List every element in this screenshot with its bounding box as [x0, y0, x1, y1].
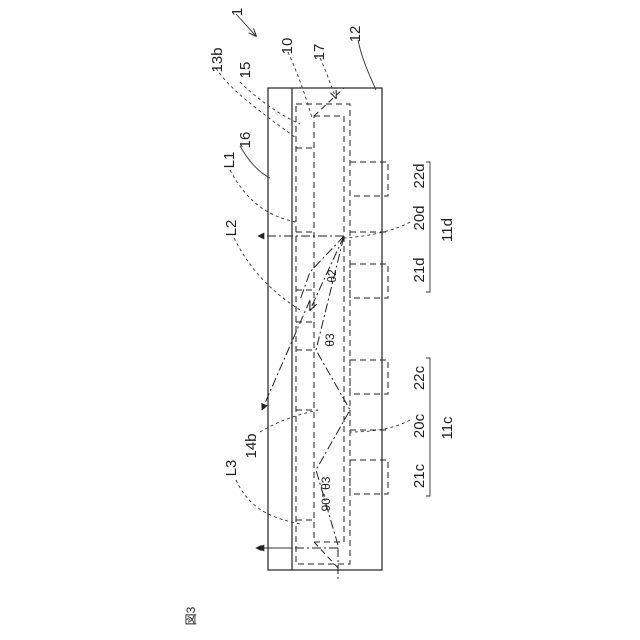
label-22c: 22c: [411, 365, 428, 390]
label-theta3: θ3: [323, 333, 337, 347]
label-90-minus-theta3: 90° θ3: [319, 476, 333, 511]
light-path-L3: [258, 236, 350, 580]
label-device-1: 1: [229, 8, 246, 16]
label-14b: 14b: [243, 433, 260, 458]
label-21d: 21d: [411, 257, 428, 282]
label-21c: 21c: [411, 463, 428, 488]
label-13b: 13b: [209, 47, 226, 72]
label-16: 16: [237, 132, 254, 149]
labels: 1 13b 15 10 17 12 16 L1 L2 14b L3 22d 20…: [184, 8, 456, 626]
label-20c: 20c: [411, 413, 428, 438]
label-theta2: θ2: [325, 269, 339, 283]
label-10: 10: [279, 38, 296, 55]
label-22d: 22d: [411, 163, 428, 188]
label-11c: 11c: [439, 416, 456, 440]
label-11d: 11d: [439, 218, 456, 242]
inclined-face-17: [314, 88, 344, 116]
label-L2: L2: [223, 220, 240, 237]
tick-marks: [296, 148, 314, 520]
figure-caption: 図3: [184, 606, 198, 625]
label-L1: L1: [221, 152, 238, 169]
label-L3: L3: [223, 460, 240, 477]
inclined-face-bottom: [314, 542, 340, 570]
label-15: 15: [237, 62, 254, 79]
label-17: 17: [311, 44, 328, 61]
label-20d: 20d: [411, 205, 428, 230]
label-12: 12: [347, 26, 364, 43]
